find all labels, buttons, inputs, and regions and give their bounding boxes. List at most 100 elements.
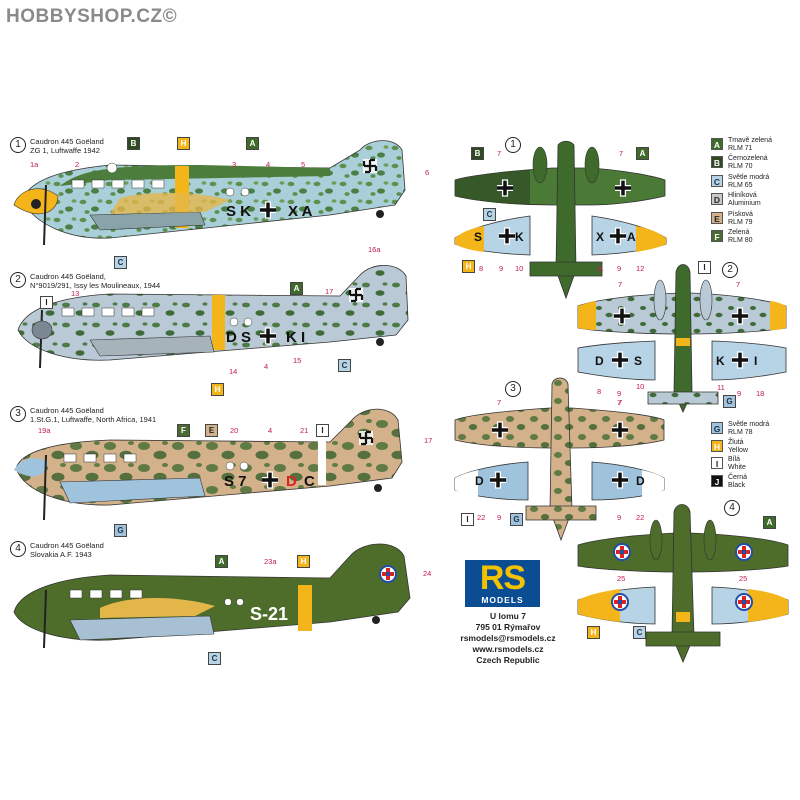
decal-callout-number: 1a	[30, 160, 39, 169]
decal-callout-number: 17	[325, 287, 334, 296]
legend-color-name: Tmavě zelená	[728, 137, 772, 144]
legend-color-ref: White	[728, 464, 746, 471]
decal-callout-number: 6	[425, 168, 430, 177]
paint-code-tag: I	[40, 296, 53, 309]
wing-code-letter: A	[627, 230, 636, 244]
decal-callout-number: 25	[617, 574, 626, 583]
decal-callout-number: 21	[300, 426, 309, 435]
paint-code-tag: B	[127, 137, 140, 150]
paint-code-tag: C	[338, 359, 351, 372]
legend-color-ref: RLM 71	[728, 145, 753, 152]
wing-code-letter: I	[754, 354, 758, 368]
decal-callout-number: 7	[497, 149, 502, 158]
decal-callout-number: 23a	[264, 557, 277, 566]
paint-code-tag: G	[723, 395, 736, 408]
decal-callout-number: 22	[636, 513, 645, 522]
decal-callout-number: 18	[756, 389, 765, 398]
rs-models-logo: RS MODELS	[465, 560, 540, 607]
plan-view-2	[577, 264, 787, 413]
paint-code-tag: G	[510, 513, 523, 526]
legend-color-ref: RLM 70	[728, 163, 753, 170]
decal-callout-number: 8	[479, 264, 484, 273]
plan-number-2: 2	[722, 262, 738, 278]
decal-callout-number: 12	[636, 264, 645, 273]
wing-underside-3-left	[454, 461, 529, 501]
s1-code-left: S K	[226, 203, 251, 220]
wing-underside-2-right	[711, 340, 787, 381]
plan-view-4	[577, 504, 789, 664]
wing-code-letter: S	[634, 354, 643, 368]
paint-code-tag: G	[114, 524, 127, 537]
s4-code: S-21	[250, 604, 288, 624]
scheme-number-4: 4	[10, 541, 26, 557]
caption-line: Caudron 445 Goëland	[30, 541, 104, 550]
legend-color-ref: Black	[728, 482, 746, 489]
caption-line: 1.St.G.1, Luftwaffe, North Africa, 1941	[30, 415, 157, 424]
decal-callout-number: 25	[739, 574, 748, 583]
paint-code-tag: H	[587, 626, 600, 639]
s3-code-c: C	[304, 473, 315, 490]
decal-callout-number: 14	[229, 367, 238, 376]
caption-line: N°9019/291, Issy les Moulineaux, 1944	[30, 281, 161, 290]
decal-callout-number: 7	[618, 398, 623, 407]
legend-color-name: Černá	[728, 474, 748, 481]
decal-callout-number: 8	[597, 387, 602, 396]
company-address: U lomu 7 795 01 Rýmařov rsmodels@rsmodel…	[430, 611, 586, 666]
paint-code-tag: C	[483, 208, 496, 221]
decal-callout-number: 9	[617, 264, 622, 273]
paint-code-tag: E	[205, 424, 218, 437]
legend-color-ref: Yellow	[728, 447, 748, 454]
wing-underside-4-right	[711, 586, 789, 625]
paint-code-tag: H	[211, 383, 224, 396]
decal-callout-number: 19a	[38, 426, 51, 435]
paint-code-tag: I	[698, 261, 711, 274]
scheme-number-3: 3	[10, 406, 26, 422]
wing-underside-4-left	[577, 586, 656, 625]
scheme-number-1: 1	[10, 137, 26, 153]
decal-callout-number: 7	[736, 280, 741, 289]
wing-code-letter: K	[716, 354, 725, 368]
legend-color-ref: RLM 80	[728, 237, 753, 244]
decal-callout-number: 11	[596, 264, 604, 273]
paint-code-tag: F	[177, 424, 190, 437]
paint-code-tag: A	[636, 147, 649, 160]
scheme-caption-3: Caudron 445 Goëland 1.St.G.1, Luftwaffe,…	[30, 406, 156, 424]
legend-color-ref: RLM 78	[728, 429, 753, 436]
side-view-1	[13, 140, 406, 246]
legend-swatch: H	[711, 440, 723, 452]
address-country: Czech Republic	[476, 655, 540, 665]
caption-line: Caudron 445 Goëland,	[30, 272, 106, 281]
watermark: HOBBYSHOP.CZ©	[6, 6, 178, 27]
decal-callout-number: 13	[71, 289, 80, 298]
decal-callout-number: 2	[75, 160, 80, 169]
s2-code-left: D S	[226, 329, 251, 346]
plan-number-1: 1	[505, 137, 521, 153]
plan-view-3	[454, 377, 665, 542]
wing-underside-2-left	[577, 340, 656, 381]
decal-callout-number: 4	[266, 160, 271, 169]
s3-code-d: D	[286, 473, 297, 490]
s3-code-left: S 7	[224, 473, 247, 490]
decal-callout-number: 7	[617, 398, 622, 407]
decal-callout-number: 15	[293, 356, 302, 365]
legend-swatch: C	[711, 175, 723, 187]
decal-callout-number: 7	[497, 398, 502, 407]
decal-callout-number: 9	[617, 389, 622, 398]
wing-code-letter: S	[474, 230, 483, 244]
wing-code-letter: X	[596, 230, 605, 244]
legend-swatch: G	[711, 422, 723, 434]
decal-callout-number: 10	[515, 264, 524, 273]
legend-color-name: Zelená	[728, 229, 750, 236]
legend-color-name: Písková	[728, 211, 753, 218]
side-view-3	[14, 408, 403, 521]
legend-swatch: F	[711, 230, 723, 242]
legend-swatch: B	[711, 156, 723, 168]
decal-callout-number: 22	[477, 513, 486, 522]
decal-callout-number: 16a	[368, 245, 381, 254]
decal-callout-number: 9	[497, 513, 502, 522]
